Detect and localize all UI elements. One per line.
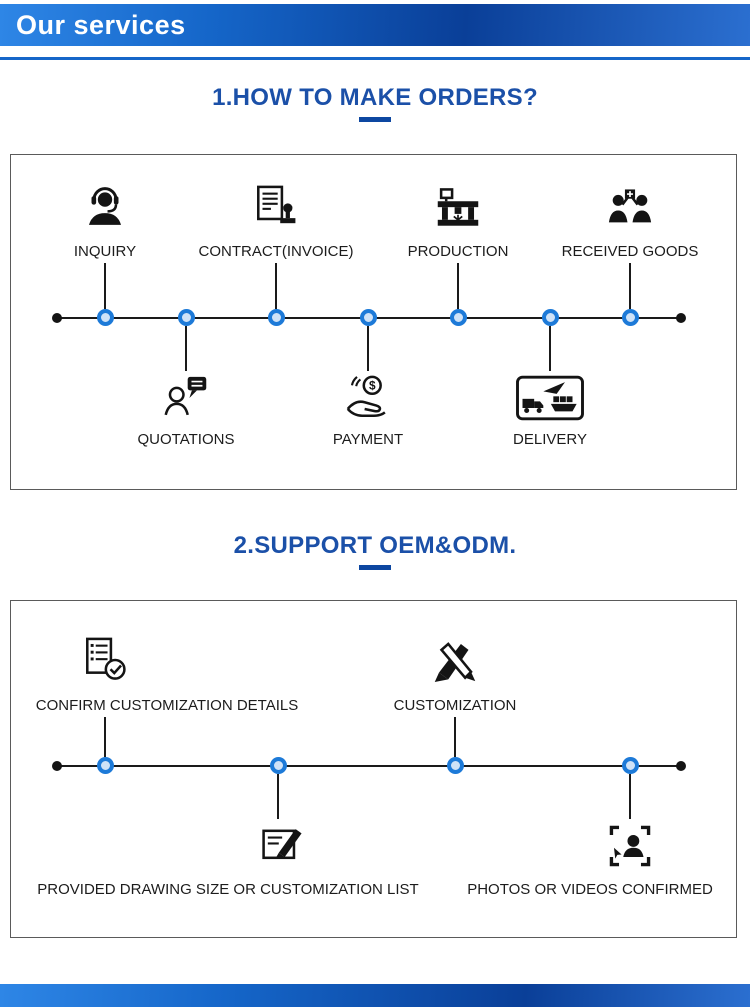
section1-title: 1.HOW TO MAKE ORDERS? [212, 84, 538, 111]
quotations-icon [164, 376, 207, 416]
step-label: PRODUCTION [407, 243, 509, 260]
timeline-start-dot [52, 313, 62, 323]
delivery-icon [516, 375, 584, 421]
customization-step [428, 633, 482, 687]
banner-title: Our services [16, 9, 186, 40]
timeline-node [622, 309, 639, 326]
timeline-line [56, 765, 683, 767]
section1-heading: 1.HOW TO MAKE ORDERS? [0, 84, 750, 122]
timeline-node [268, 309, 285, 326]
section2-panel: CONFIRM CUSTOMIZATION DETAILS CUSTOMIZAT… [10, 600, 737, 938]
photos-videos-step [603, 819, 657, 873]
connector-line [104, 263, 106, 309]
production-step [431, 181, 485, 235]
timeline-end-dot [676, 761, 686, 771]
section1-panel: INQUIRY CONTRACT(INVOICE) PRODUCTION REC… [10, 154, 737, 490]
confirm-details-icon [86, 637, 126, 680]
timeline-node [178, 309, 195, 326]
step-label: CONFIRM CUSTOMIZATION DETAILS [35, 697, 299, 714]
section2-heading: 2.SUPPORT OEM&ODM. [0, 532, 750, 570]
quotations-step [159, 371, 213, 425]
drawing-list-step [256, 819, 310, 873]
customization-icon [434, 642, 476, 682]
bottom-banner [0, 984, 750, 1007]
inquiry-step [78, 181, 132, 235]
section2-title: 2.SUPPORT OEM&ODM. [233, 532, 517, 559]
step-label: QUOTATIONS [137, 431, 235, 448]
timeline-node [450, 309, 467, 326]
contract-step [249, 181, 303, 235]
photos-videos-icon [609, 825, 651, 867]
connector-line [629, 774, 631, 819]
step-label: PHOTOS OR VIDEOS CONFIRMED [467, 881, 713, 898]
connector-line [275, 263, 277, 309]
confirm-details-step [78, 633, 132, 687]
step-label: DELIVERY [513, 431, 587, 448]
received-goods-step [603, 181, 657, 235]
inquiry-icon [88, 187, 122, 225]
connector-line [629, 263, 631, 309]
step-label: CUSTOMIZATION [393, 697, 517, 714]
connector-line [277, 774, 279, 819]
timeline-node [97, 309, 114, 326]
svg-text:$: $ [369, 379, 376, 393]
step-label: PROVIDED DRAWING SIZE OR CUSTOMIZATION L… [37, 881, 419, 898]
production-icon [437, 188, 479, 226]
connector-line [367, 326, 369, 371]
connector-line [104, 717, 106, 757]
timeline-node [360, 309, 377, 326]
timeline-node [622, 757, 639, 774]
timeline-node [447, 757, 464, 774]
drawing-list-icon [262, 829, 302, 860]
timeline-node [97, 757, 114, 774]
top-banner: Our services [0, 4, 750, 46]
connector-line [549, 326, 551, 371]
delivery-step [515, 371, 585, 425]
step-label: INQUIRY [73, 243, 137, 260]
step-label: PAYMENT [332, 431, 404, 448]
section1-underline [359, 117, 391, 122]
top-divider-line [0, 57, 750, 60]
step-label: RECEIVED GOODS [561, 243, 699, 260]
connector-line [454, 717, 456, 757]
payment-icon: $ [346, 375, 386, 417]
timeline-node [542, 309, 559, 326]
section2-underline [359, 565, 391, 570]
step-label: CONTRACT(INVOICE) [198, 243, 354, 260]
timeline-start-dot [52, 761, 62, 771]
received-goods-icon [608, 189, 652, 223]
timeline-end-dot [676, 313, 686, 323]
connector-line [457, 263, 459, 309]
payment-step: $ [341, 371, 395, 425]
timeline-node [270, 757, 287, 774]
contract-invoice-icon [257, 185, 296, 224]
connector-line [185, 326, 187, 371]
